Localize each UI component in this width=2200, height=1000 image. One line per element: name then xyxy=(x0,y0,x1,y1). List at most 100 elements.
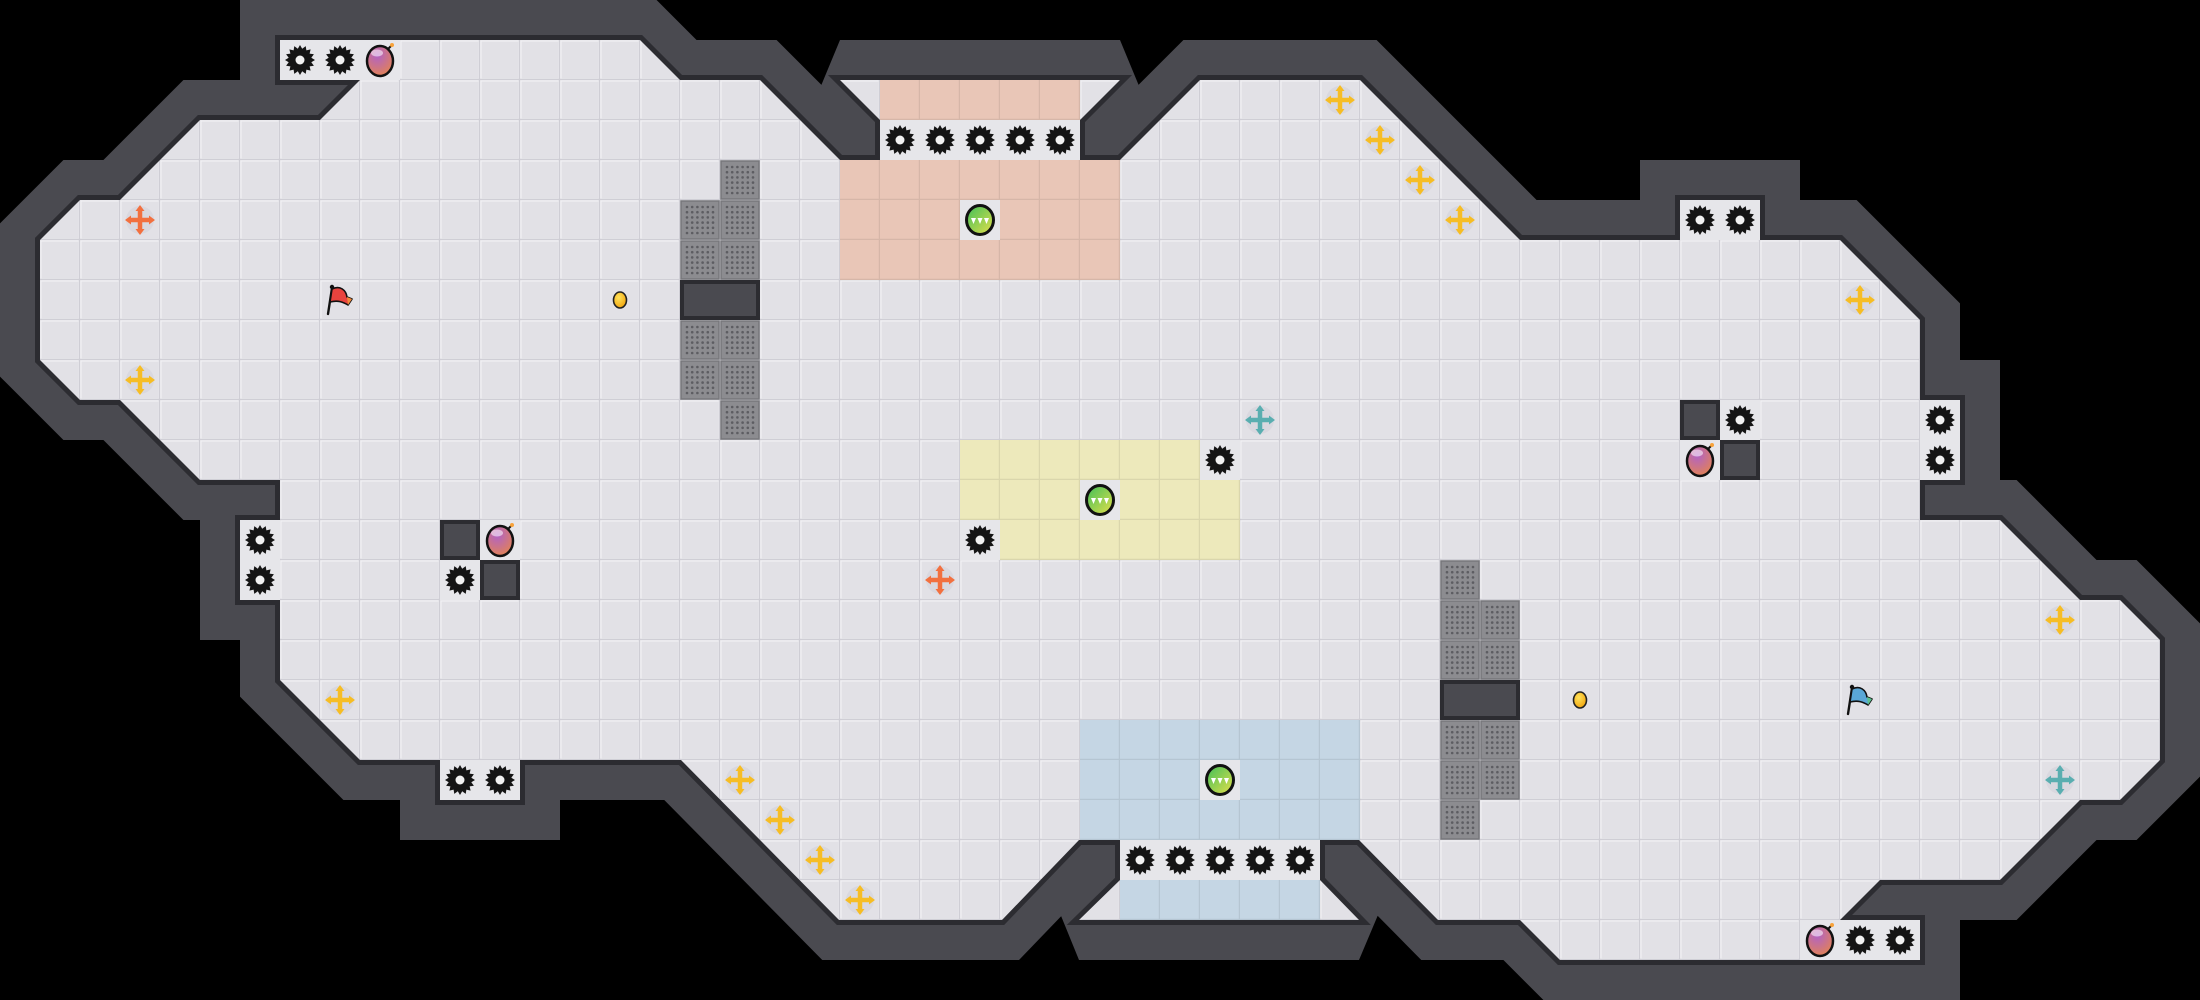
zone-tile-seam xyxy=(1000,80,1041,121)
sawblade-spike-icon xyxy=(960,120,1000,160)
grate-block xyxy=(1480,720,1520,760)
zone-tile xyxy=(960,480,1000,520)
zone-tile-seam xyxy=(1240,880,1281,921)
move-arrows-icon xyxy=(725,765,755,795)
zone-tile-seam xyxy=(1200,520,1241,561)
solid-block xyxy=(1720,440,1760,480)
zone-tile xyxy=(1200,480,1240,520)
zone-tile xyxy=(1000,520,1040,560)
zone-tile-seam xyxy=(840,200,881,241)
zone-tile-seam xyxy=(840,160,881,201)
capture-point-icon xyxy=(960,200,1000,240)
grate-block xyxy=(1440,720,1480,760)
zone-tile xyxy=(1120,720,1160,760)
zone-tile xyxy=(1120,520,1160,560)
grate-block xyxy=(720,400,760,440)
move-arrows-icon xyxy=(125,205,155,235)
zone-tile xyxy=(1240,880,1280,920)
sawblade-spike-icon xyxy=(280,40,320,80)
zone-tile-seam xyxy=(1160,880,1201,921)
zone-tile xyxy=(1080,800,1120,840)
zone-tile-seam xyxy=(1080,760,1121,801)
move-arrows-icon xyxy=(805,845,835,875)
zone-tile xyxy=(880,160,920,200)
zone-tile-seam xyxy=(1320,800,1361,841)
zone-tile-seam xyxy=(1080,160,1121,201)
zone-tile-seam xyxy=(1120,440,1161,481)
blue-zone xyxy=(1080,720,1361,921)
zone-tile xyxy=(1000,200,1040,240)
zone-tile xyxy=(1280,760,1320,800)
zone-tile xyxy=(1040,520,1080,560)
zone-tile xyxy=(1080,720,1120,760)
zone-tile xyxy=(1240,720,1280,760)
zone-tile xyxy=(1120,800,1160,840)
zone-tile xyxy=(1200,720,1240,760)
zone-tile xyxy=(960,160,1000,200)
grate-block xyxy=(680,240,720,280)
zone-tile-seam xyxy=(920,240,961,281)
zone-tile-seam xyxy=(1160,480,1201,521)
bomb-icon xyxy=(1680,440,1720,480)
sawblade-spike-icon xyxy=(480,760,520,800)
zone-tile-seam xyxy=(1040,480,1081,521)
zone-tile xyxy=(1160,800,1200,840)
zone-tile-seam xyxy=(1160,760,1201,801)
sawblade-spike-icon xyxy=(1840,920,1880,960)
zone-tile xyxy=(1320,760,1360,800)
zone-tile xyxy=(1320,720,1360,760)
zone-tile xyxy=(1040,80,1080,120)
zone-tile-seam xyxy=(1160,520,1201,561)
sawblade-spike-icon xyxy=(920,120,960,160)
zone-tile-seam xyxy=(960,240,1001,281)
zone-tile xyxy=(1000,80,1040,120)
solid-block xyxy=(1440,680,1520,720)
zone-tile xyxy=(1040,160,1080,200)
sawblade-spike-icon xyxy=(1240,840,1280,880)
zone-tile-seam xyxy=(880,160,921,201)
zone-tile-seam xyxy=(1080,200,1121,241)
zone-tile-seam xyxy=(1280,800,1321,841)
grate-block xyxy=(680,200,720,240)
sawblade-spike-icon xyxy=(1200,440,1240,480)
zone-tile-seam xyxy=(1240,760,1281,801)
zone-tile-seam xyxy=(1040,80,1081,121)
yellow-zone xyxy=(960,440,1241,561)
grate-block xyxy=(720,360,760,400)
sawblade-spike-icon xyxy=(1160,840,1200,880)
capture-point-icon xyxy=(1200,760,1240,800)
zone-tile xyxy=(1000,440,1040,480)
zone-tile xyxy=(1160,880,1200,920)
sawblade-spike-icon xyxy=(240,560,280,600)
zone-tile-seam xyxy=(880,200,921,241)
zone-tile-seam xyxy=(1120,800,1161,841)
zone-tile xyxy=(1280,880,1320,920)
zone-tile-seam xyxy=(1120,480,1161,521)
zone-tile xyxy=(840,200,880,240)
zone-tile xyxy=(1280,720,1320,760)
grate-block xyxy=(1440,640,1480,680)
zone-tile-seam xyxy=(1000,520,1041,561)
move-arrows-icon xyxy=(125,365,155,395)
zone-tile xyxy=(1160,480,1200,520)
grate-block xyxy=(1480,760,1520,800)
grate-block xyxy=(680,360,720,400)
zone-tile-seam xyxy=(920,200,961,241)
sawblade-spike-icon xyxy=(1200,840,1240,880)
zone-tile-seam xyxy=(1320,760,1361,801)
zone-tile xyxy=(1240,800,1280,840)
zone-tile-seam xyxy=(1000,480,1041,521)
zone-tile-seam xyxy=(1120,520,1161,561)
zone-tile-seam xyxy=(1120,880,1161,921)
grate-block xyxy=(720,160,760,200)
zone-tile xyxy=(960,440,1000,480)
zone-tile xyxy=(1120,760,1160,800)
zone-tile-seam xyxy=(1000,440,1041,481)
zone-tile-seam xyxy=(960,80,1001,121)
sawblade-spike-icon xyxy=(440,560,480,600)
coin-icon xyxy=(612,291,628,309)
zone-tile xyxy=(1200,880,1240,920)
zone-tile xyxy=(1200,520,1240,560)
sawblade-spike-icon xyxy=(1920,440,1960,480)
